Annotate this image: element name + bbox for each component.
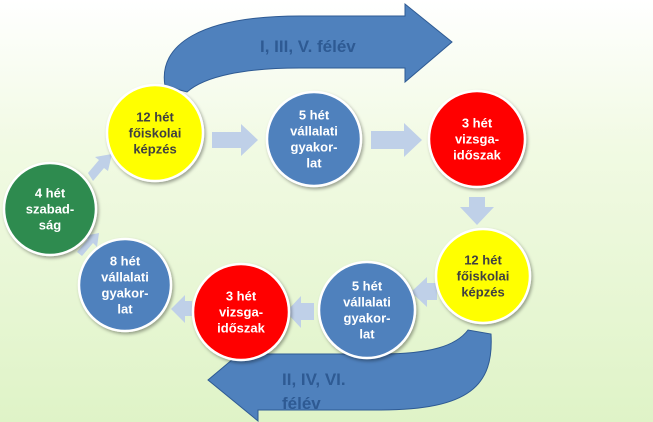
node-circle-vallalati-1 [265, 90, 363, 188]
small-arrow-left-3 [171, 295, 192, 323]
node-label-line: lat [359, 327, 375, 342]
small-arrow-left-2 [286, 296, 314, 328]
small-arrow-up-left [77, 233, 99, 256]
bottom-curved-arrow [207, 329, 492, 422]
small-arrow-left-1 [411, 277, 437, 307]
node-label-line: ság [39, 218, 61, 233]
node-label-line: vállalati [290, 124, 338, 139]
node-label-line: gyakor- [291, 140, 338, 155]
node-label-line: képzés [133, 142, 176, 157]
node-label-line: gyakor- [344, 311, 391, 326]
node-label-line: gyakor- [102, 286, 149, 301]
small-arrow-right-1 [212, 124, 258, 156]
small-arrow-right-2 [371, 123, 422, 157]
bottom-semester-label-line1: II, IV, VI. [282, 370, 346, 389]
node-circle-vallalati-2 [317, 260, 417, 360]
node-circle-vizsga-1 [427, 89, 527, 189]
node-circle-foiskolai-2 [434, 227, 532, 325]
node-circle-vallalati-3 [77, 237, 173, 333]
node-label-line: főiskolai [129, 126, 182, 141]
node-label-line: 3 hét [462, 116, 493, 131]
small-arrow-up-right [88, 154, 112, 181]
node-label-line: 5 hét [352, 279, 383, 294]
node-label-line: vizsga- [219, 305, 263, 320]
top-curved-arrow [163, 2, 453, 93]
node-circle-foiskolai-1 [105, 83, 205, 183]
node-label-line: 8 hét [110, 254, 141, 269]
node-label-line: vállalati [343, 295, 391, 310]
node-label-line: szabad- [26, 202, 74, 217]
node-label-line: 3 hét [226, 289, 257, 304]
node-label-line: 12 hét [464, 253, 502, 268]
node-label-line: vizsga- [455, 132, 499, 147]
node-label-line: főiskolai [457, 269, 510, 284]
node-label-line: lat [117, 302, 133, 317]
bottom-semester-label-line2: félév [282, 394, 321, 413]
node-label-line: vállalati [101, 270, 149, 285]
node-label-line: képzés [461, 285, 504, 300]
node-label-line: 5 hét [299, 108, 330, 123]
node-label-line: lat [306, 156, 322, 171]
node-label-line: 4 hét [35, 186, 66, 201]
node-label-line: 12 hét [136, 110, 174, 125]
top-semester-label: I, III, V. félév [260, 37, 356, 56]
node-circle-szabadsag [2, 161, 98, 257]
node-label-line: időszak [453, 148, 501, 163]
node-label-line: időszak [217, 321, 265, 336]
small-arrow-down-1 [460, 197, 494, 225]
node-circle-vizsga-2 [191, 262, 291, 362]
